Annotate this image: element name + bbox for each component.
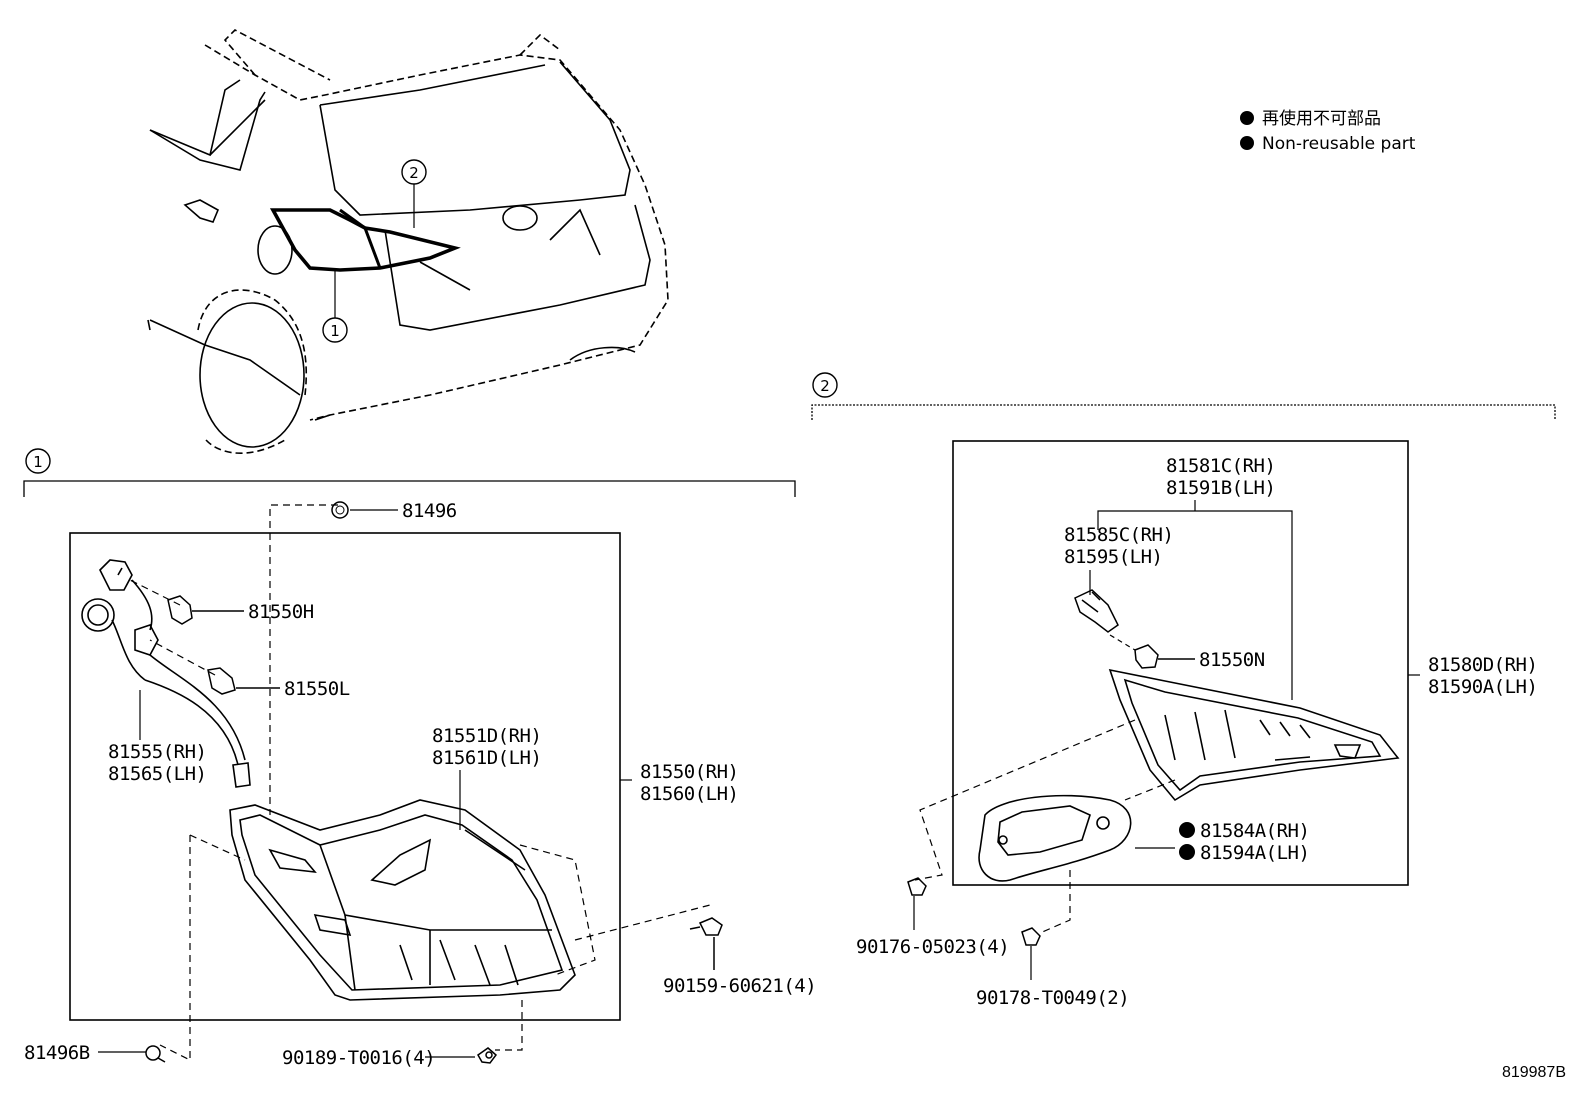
wiring-harness[interactable] xyxy=(81,559,251,788)
screw-90159[interactable] xyxy=(689,917,723,970)
part-81565-lh[interactable]: 81565(LH) xyxy=(108,763,207,785)
legend-en: Non-reusable part xyxy=(1262,134,1416,154)
section-2: 2 81581C(RH) 81591B(LH) 81585C(RH) 81595… xyxy=(811,372,1556,1009)
back-door-lamp[interactable] xyxy=(1108,668,1400,802)
bulb-81550L[interactable] xyxy=(207,667,280,695)
non-reusable-marker-icon xyxy=(1240,136,1254,150)
bulb-81550N[interactable] xyxy=(1134,644,1195,669)
part-81585C-rh[interactable]: 81585C(RH) xyxy=(1064,524,1174,546)
part-81496B[interactable]: 81496B xyxy=(24,1042,90,1064)
grommet-81496[interactable] xyxy=(331,501,398,519)
section-1: 1 81496 xyxy=(23,448,817,1069)
gasket-81584A[interactable] xyxy=(978,794,1175,882)
nut-90178[interactable] xyxy=(1021,927,1041,980)
callout-two-label: 2 xyxy=(409,164,419,182)
part-81555-rh[interactable]: 81555(RH) xyxy=(108,741,207,763)
section-2-label: 2 xyxy=(820,377,830,395)
clip-90189[interactable] xyxy=(425,1047,498,1064)
part-81550-rh[interactable]: 81550(RH) xyxy=(640,761,739,783)
non-reusable-marker-icon xyxy=(1240,111,1254,125)
part-81496[interactable]: 81496 xyxy=(402,500,457,522)
part-81560-lh[interactable]: 81560(LH) xyxy=(640,783,739,805)
part-90189-T0016[interactable]: 90189-T0016(4) xyxy=(282,1047,436,1069)
section-2-marker: 2 xyxy=(812,372,838,398)
clip-81496B[interactable] xyxy=(98,1045,166,1063)
callout-one[interactable]: 1 xyxy=(322,270,348,343)
socket-81585C[interactable] xyxy=(1074,589,1119,633)
part-81580D-rh[interactable]: 81580D(RH) xyxy=(1428,654,1538,676)
section-1-marker: 1 xyxy=(25,448,51,474)
part-81581C-rh[interactable]: 81581C(RH) xyxy=(1166,455,1276,477)
part-81551D-rh[interactable]: 81551D(RH) xyxy=(432,725,542,747)
part-90178-T0049[interactable]: 90178-T0049(2) xyxy=(976,987,1130,1009)
part-81561D-lh[interactable]: 81561D(LH) xyxy=(432,747,542,769)
part-81550L[interactable]: 81550L xyxy=(284,678,350,700)
part-81550H[interactable]: 81550H xyxy=(248,601,314,623)
assembly-frame-1 xyxy=(69,532,621,1021)
part-90159-60621[interactable]: 90159-60621(4) xyxy=(663,975,817,997)
figure-reference: 819987B xyxy=(1502,1064,1566,1081)
callout-two[interactable]: 2 xyxy=(401,159,427,228)
nut-90176[interactable] xyxy=(907,877,927,930)
assembly-frame-2 xyxy=(952,440,1409,886)
legend: 再使用不可部品 Non-reusable part xyxy=(1240,108,1416,154)
part-90176-05023[interactable]: 90176-05023(4) xyxy=(856,936,1010,958)
vehicle-overview xyxy=(147,29,669,454)
vehicle-callouts: 2 1 xyxy=(322,159,427,343)
callout-one-label: 1 xyxy=(330,322,340,340)
part-81595-lh[interactable]: 81595(LH) xyxy=(1064,546,1163,568)
part-81591B-lh[interactable]: 81591B(LH) xyxy=(1166,477,1276,499)
bulb-81550H[interactable] xyxy=(167,595,244,625)
part-81550N[interactable]: 81550N xyxy=(1199,649,1265,671)
legend-jp: 再使用不可部品 xyxy=(1262,108,1381,129)
non-reusable-marker-icon xyxy=(1179,822,1195,838)
section-1-label: 1 xyxy=(33,453,43,471)
non-reusable-marker-icon xyxy=(1179,844,1195,860)
part-81584A-rh[interactable]: 81584A(RH) xyxy=(1200,820,1310,842)
part-81594A-lh[interactable]: 81594A(LH) xyxy=(1200,842,1310,864)
part-81590A-lh[interactable]: 81590A(LH) xyxy=(1428,676,1538,698)
rear-combination-lamp[interactable] xyxy=(229,799,576,1001)
